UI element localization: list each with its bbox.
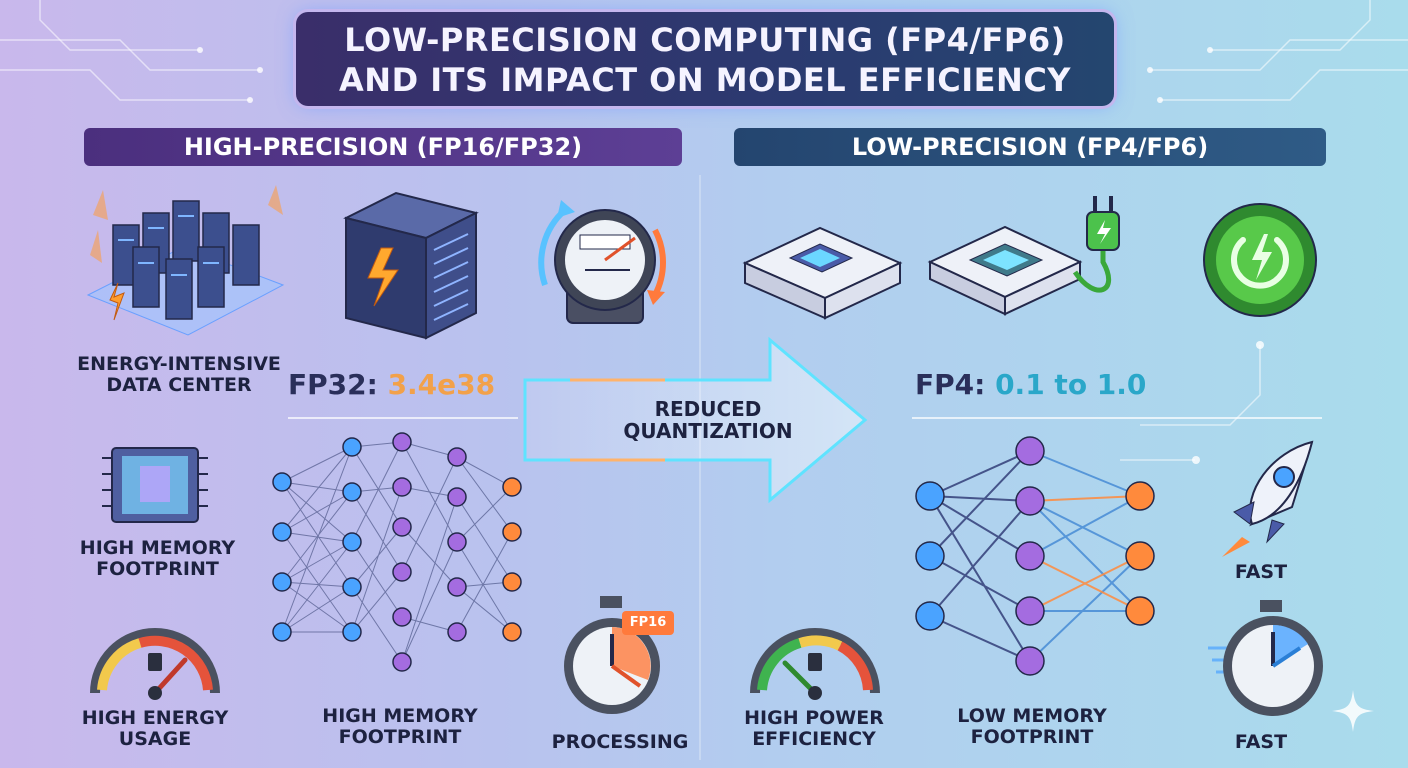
power-efficiency-label: HIGH POWER EFFICIENCY [730, 707, 898, 751]
title-line-1: LOW-PRECISION COMPUTING (FP4/FP6) [344, 21, 1066, 59]
network-left-label-line-2: FOOTPRINT [338, 726, 462, 749]
energy-usage-label-line-1: HIGH ENERGY [81, 707, 229, 729]
network-right-label: LOW MEMORY FOOTPRINT [932, 705, 1132, 749]
memory-chip-icon [102, 447, 208, 523]
memory-chip-label-line-2: FOOTPRINT [96, 558, 219, 581]
power-gauge-icon [750, 628, 880, 700]
sparse-network-icon [915, 436, 1155, 676]
processing-label: PROCESSING [551, 731, 689, 753]
quantization-label: REDUCED QUANTIZATION [602, 398, 814, 443]
energy-gauge-icon [90, 628, 220, 700]
memory-chip-label-line-1: HIGH MEMORY [79, 537, 236, 559]
high-precision-header: HIGH-PRECISION (FP16/FP32) [84, 128, 682, 166]
network-left-label-line-1: HIGH MEMORY [322, 705, 478, 727]
energy-meter-icon [538, 200, 666, 324]
fp4-range: FP4: 0.1 to 1.0 [915, 368, 1146, 401]
power-efficiency-icon [1203, 203, 1317, 317]
network-right-label-line-2: FOOTPRINT [970, 726, 1094, 749]
low-precision-header: LOW-PRECISION (FP4/FP6) [734, 128, 1326, 166]
server-rack-icon [343, 191, 479, 340]
energy-usage-label: HIGH ENERGY USAGE [60, 707, 250, 751]
datacenter-label: ENERGY-INTENSIVE DATA CENTER [72, 353, 286, 397]
fp32-range-prefix: FP32: [288, 368, 388, 401]
power-efficiency-label-line-1: HIGH POWER [744, 707, 884, 729]
network-right-label-line-1: LOW MEMORY [957, 705, 1107, 727]
quantization-label-line-2: QUANTIZATION [623, 419, 793, 444]
edge-device-icon [742, 226, 903, 320]
fp32-range: FP32: 3.4e38 [288, 368, 495, 401]
powered-chip-icon [927, 196, 1120, 316]
memory-chip-label: HIGH MEMORY FOOTPRINT [70, 537, 245, 581]
fp32-range-value: 3.4e38 [387, 368, 496, 401]
quantization-label-line-1: REDUCED [654, 397, 762, 421]
data-center-icon [86, 185, 285, 336]
dense-network-icon [272, 432, 522, 672]
fp16-badge: FP16 [622, 611, 674, 635]
stopwatch-icon [564, 596, 660, 714]
fast-stopwatch-icon [1208, 600, 1323, 716]
sparkle-icon [1332, 690, 1374, 732]
fp4-range-prefix: FP4: [915, 368, 996, 401]
title-banner: LOW-PRECISION COMPUTING (FP4/FP6) AND IT… [296, 12, 1114, 106]
title-line-2: AND ITS IMPACT ON MODEL EFFICIENCY [339, 61, 1071, 99]
rocket-label: FAST [1234, 561, 1288, 583]
network-left-label: HIGH MEMORY FOOTPRINT [300, 705, 500, 749]
datacenter-label-line-1: ENERGY-INTENSIVE [77, 353, 281, 375]
power-efficiency-label-line-2: EFFICIENCY [752, 728, 876, 751]
quantization-arrow-icon [523, 336, 868, 504]
fp4-range-value: 0.1 to 1.0 [995, 368, 1147, 401]
datacenter-label-line-2: DATA CENTER [106, 374, 252, 397]
rocket-icon [1222, 440, 1314, 557]
fast-timer-label: FAST [1234, 731, 1288, 753]
energy-usage-label-line-2: USAGE [118, 728, 192, 751]
